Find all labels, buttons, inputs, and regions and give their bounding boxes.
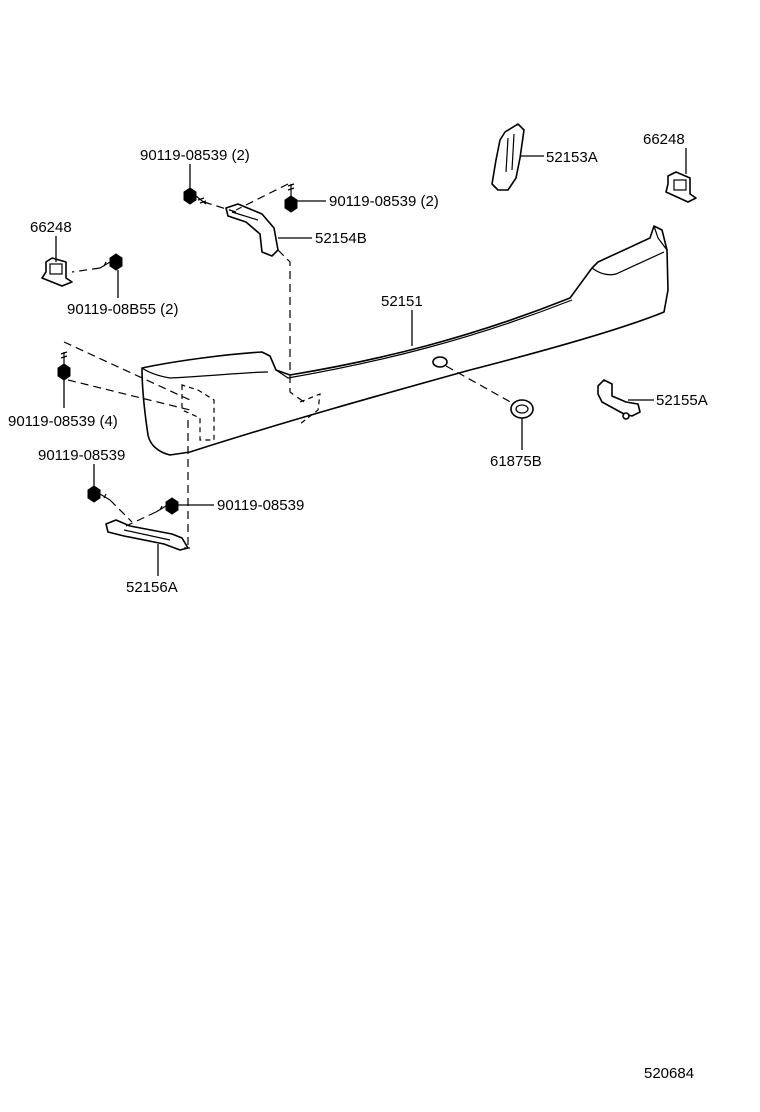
bracket-52154b [225, 203, 279, 257]
bumper-cover [141, 225, 669, 456]
bolt-lower-left [87, 485, 111, 503]
clip-66248-left [41, 257, 73, 287]
label-bolt-left-4: 90119-08539 (4) [8, 413, 118, 430]
label-bumper-cover: 52151 [381, 293, 423, 310]
label-bracket-52153a: 52153A [546, 149, 598, 166]
label-clip-right: 66248 [643, 131, 685, 148]
bolt-top-right [284, 183, 298, 213]
label-bolt-b55: 90119-08B55 (2) [67, 301, 178, 318]
bolt-left-4 [57, 351, 71, 381]
assembly-lines [63, 183, 515, 549]
clip-66248-right [665, 171, 697, 203]
leader-lines [55, 148, 687, 576]
figure-code: 520684 [644, 1065, 694, 1082]
label-grommet: 61875B [490, 453, 542, 470]
label-bolt-top-right: 90119-08539 (2) [329, 193, 439, 210]
label-bracket-52154b: 52154B [315, 230, 367, 247]
label-bolt-top-left: 90119-08539 (2) [140, 147, 250, 164]
bolt-lower-mid [155, 497, 179, 515]
bolt-left-b55 [99, 253, 123, 271]
label-bolt-lower-left: 90119-08539 [38, 447, 125, 464]
bolt-top-left [183, 187, 207, 205]
bracket-52153a [491, 123, 525, 191]
grommet-61875b [510, 399, 534, 419]
bracket-52156a [105, 519, 189, 551]
bracket-52155a [597, 379, 641, 420]
label-bracket-52156a: 52156A [126, 579, 178, 596]
label-bracket-52155a: 52155A [656, 392, 708, 409]
label-bolt-lower-mid: 90119-08539 [217, 497, 304, 514]
part-labels: 90119-08539 (2) 90119-08539 (2) 52153A 6… [8, 131, 708, 1082]
label-clip-left: 66248 [30, 219, 72, 236]
